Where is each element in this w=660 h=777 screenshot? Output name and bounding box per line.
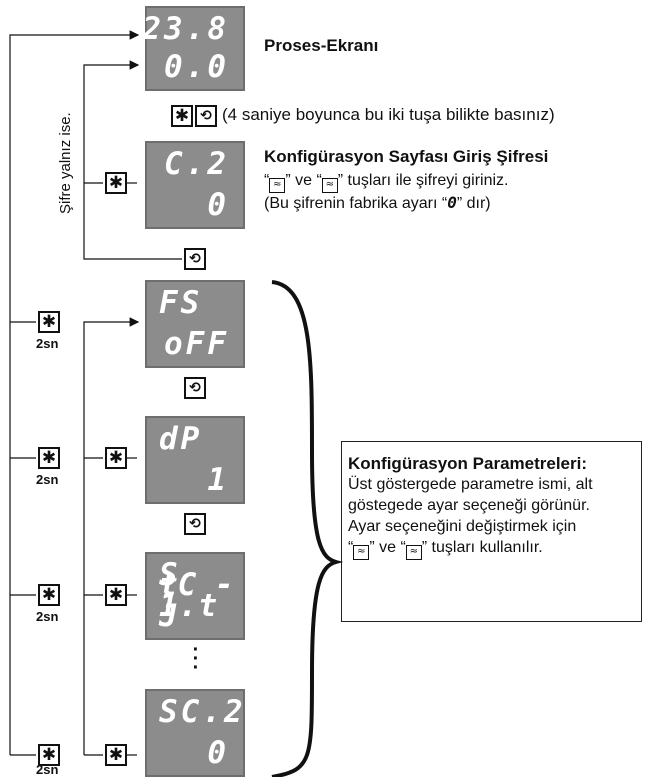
loop-icon: ⟲ xyxy=(189,251,201,267)
set-icon: ✱ xyxy=(41,311,57,332)
set-key-2s-3[interactable]: ✱ xyxy=(38,584,60,606)
set-icon: ✱ xyxy=(108,744,124,765)
password-display: C.2 0 xyxy=(145,141,245,229)
up-key-icon: ≈ xyxy=(269,178,286,193)
set-key-sc2[interactable]: ✱ xyxy=(105,744,127,766)
fs-value: oFF xyxy=(164,326,229,362)
parameters-line-4: “≈” ve “≈” tuşları kullanılır. xyxy=(348,537,633,560)
password-return-line xyxy=(83,60,182,260)
loop-icon: ⟲ xyxy=(189,380,201,396)
loop-icon: ⟲ xyxy=(200,108,212,124)
password-instruction: “≈” ve “≈” tuşları ile şifreyi giriniz. xyxy=(264,170,508,193)
set-icon: ✱ xyxy=(41,744,57,765)
set-icon: ✱ xyxy=(108,172,124,193)
password-title: Konfigürasyon Sayfası Giriş Şifresi xyxy=(264,147,549,166)
hold-2s-label-4: 2sn xyxy=(36,762,59,777)
parameter-brace xyxy=(271,280,344,777)
factory-zero: 0 xyxy=(447,193,457,212)
hold-2s-label-2: 2sn xyxy=(36,472,59,487)
process-screen-title: Proses-Ekranı xyxy=(264,36,379,55)
set-key-s1t[interactable]: ✱ xyxy=(105,584,127,606)
set-icon: ✱ xyxy=(41,584,57,605)
up-key-icon: ≈ xyxy=(353,545,370,560)
password-value: 0 xyxy=(207,187,229,223)
password-factory-note: (Bu şifrenin fabrika ayarı “0” dır) xyxy=(264,193,491,212)
set-icon: ✱ xyxy=(108,584,124,605)
set-icon: ✱ xyxy=(41,447,57,468)
more-params-ellipsis: ··· xyxy=(192,639,200,679)
outer-return-line xyxy=(9,30,140,755)
s1t-value: tC - J xyxy=(159,567,234,634)
hold-2s-label-3: 2sn xyxy=(36,609,59,624)
process-setpoint: 0.0 xyxy=(164,49,229,85)
password-label: C.2 xyxy=(164,146,229,182)
set-key-2s-4[interactable]: ✱ xyxy=(38,744,60,766)
parameters-info-box: Konfigürasyon Parametreleri: Üst gösterg… xyxy=(341,441,642,622)
dp-value: 1 xyxy=(207,462,229,498)
loop-key-dp[interactable]: ⟲ xyxy=(184,513,206,535)
parameters-line-3: Ayar seçeneğini değiştirmek için xyxy=(348,518,577,535)
set-icon: ✱ xyxy=(108,447,124,468)
hold-2s-label-1: 2sn xyxy=(36,336,59,351)
set-key-combo[interactable]: ✱ xyxy=(171,105,193,127)
loop-key-combo[interactable]: ⟲ xyxy=(195,105,217,127)
process-value: 23.8 xyxy=(142,11,229,47)
sc2-value: 0 xyxy=(207,735,229,771)
down-key-icon: ≈ xyxy=(321,178,338,193)
loop-key-password[interactable]: ⟲ xyxy=(184,248,206,270)
dp-param: dP xyxy=(159,421,203,457)
param-return-line xyxy=(83,317,140,755)
set-key-password[interactable]: ✱ xyxy=(105,172,127,194)
key-combo-note: (4 saniye boyunca bu iki tuşa bilikte ba… xyxy=(222,105,555,124)
set-key-2s-2[interactable]: ✱ xyxy=(38,447,60,469)
parameters-line-2: göstegede ayar seçeneği görünür. xyxy=(348,497,590,514)
password-only-label: Şifre yalnız ise. xyxy=(57,112,74,214)
set-icon: ✱ xyxy=(174,105,190,126)
fs-display: FS oFF xyxy=(145,280,245,368)
loop-key-fs[interactable]: ⟲ xyxy=(184,377,206,399)
set-key-dp[interactable]: ✱ xyxy=(105,447,127,469)
sc2-display: SC.2 0 xyxy=(145,689,245,777)
process-display: 23.8 0.0 xyxy=(142,6,245,91)
s1t-param: S 1.t xyxy=(159,557,218,624)
set-key-2s-1[interactable]: ✱ xyxy=(38,311,60,333)
sc2-param: SC.2 xyxy=(159,694,246,730)
loop-icon: ⟲ xyxy=(189,516,201,532)
dp-display: dP 1 xyxy=(145,416,245,504)
down-key-icon: ≈ xyxy=(405,545,422,560)
fs-param: FS xyxy=(159,285,203,321)
parameters-title: Konfigürasyon Parametreleri: xyxy=(348,454,588,473)
s1t-display: S 1.t tC - J xyxy=(145,552,245,640)
parameters-line-1: Üst göstergede parametre ismi, alt xyxy=(348,476,593,493)
